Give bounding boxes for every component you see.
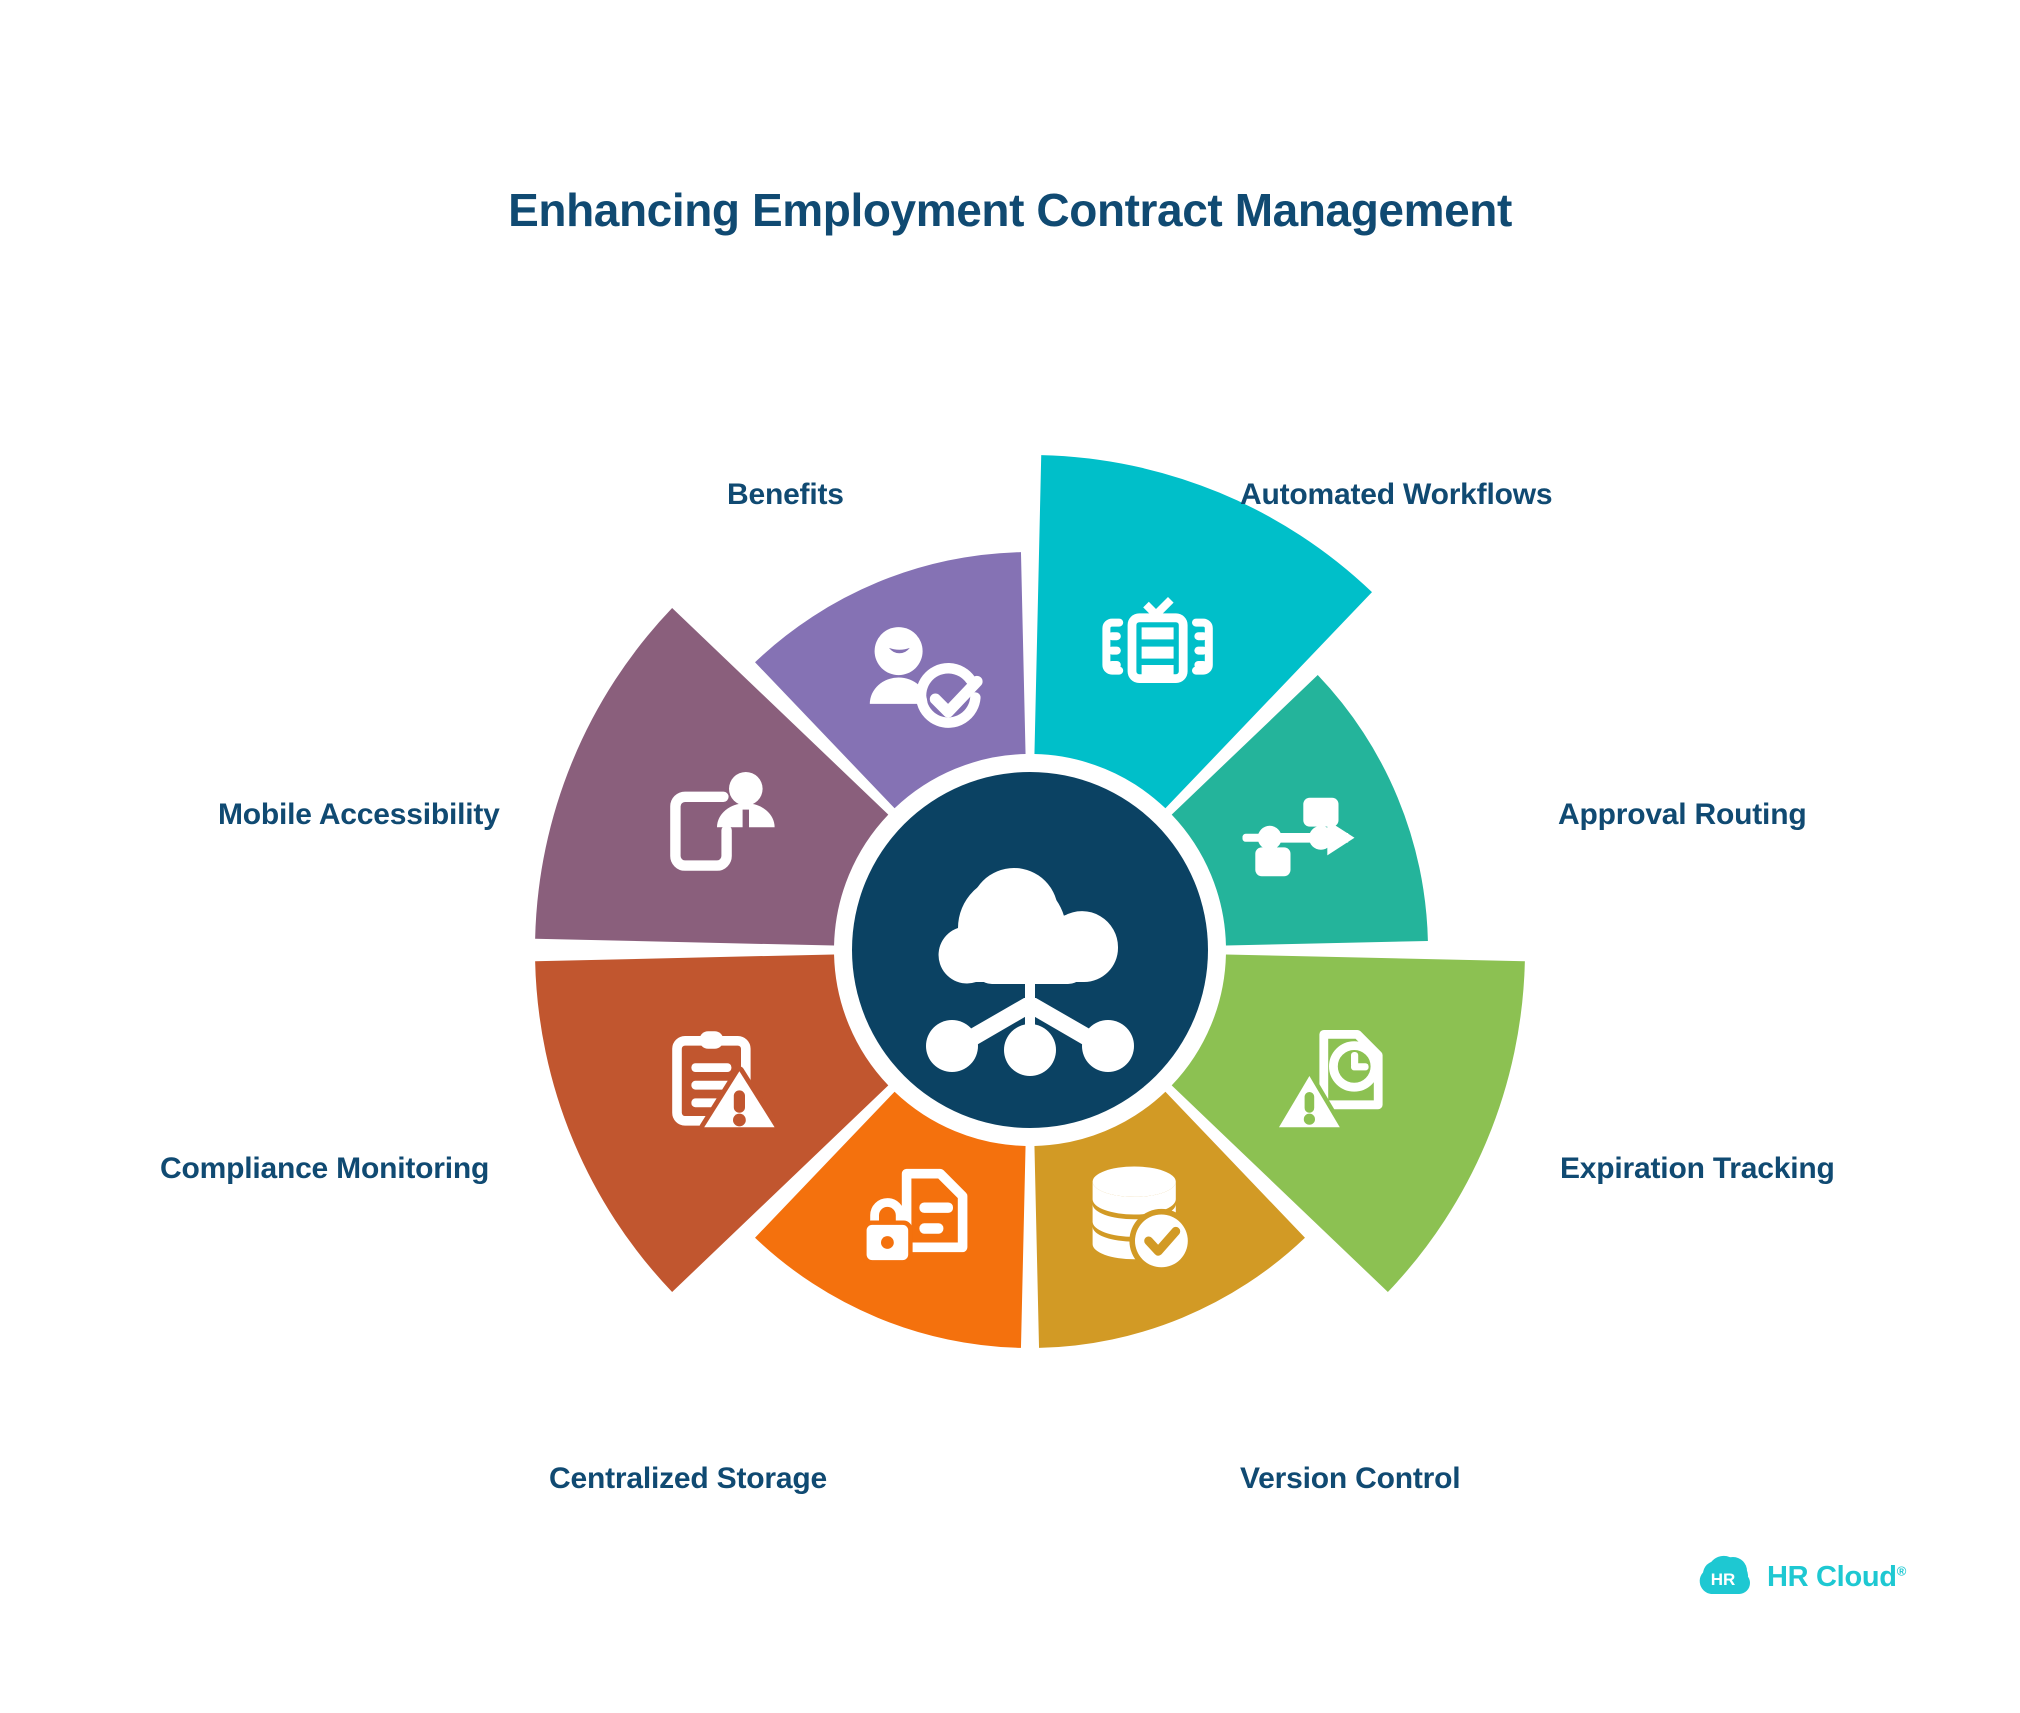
wheel-segment-expiration-tracking[interactable] [1171,954,1525,1292]
brand-trademark: ® [1896,1562,1907,1578]
wheel-segment-compliance-monitoring[interactable] [535,954,889,1292]
database-check-icon [1092,1166,1194,1273]
label-version-control: Version Control [1240,1462,1461,1495]
wheel-segment-automated-workflows[interactable] [1034,455,1372,809]
hr-cloud-logo: HR HR Cloud® [1697,1554,1906,1600]
wheel-segment-version-control[interactable] [1034,1091,1305,1348]
label-expiration-tracking: Expiration Tracking [1560,1152,1835,1185]
document-clock-warning-icon [1274,1029,1383,1132]
segment-shape-approval-routing [1171,675,1428,946]
user-check-icon [869,627,983,728]
document-lock-icon [862,1168,968,1265]
brand-name: HR Cloud® [1767,1561,1906,1594]
approval-flow-arrow-icon [1242,797,1355,877]
cloud-network-icon [926,868,1134,1076]
hub-group [844,764,1216,1136]
label-benefits: Benefits [727,478,844,511]
segment-shape-centralized-storage [755,1091,1026,1348]
segment-shape-mobile-accessibility [535,608,889,946]
mobile-user-icon [670,772,775,871]
wheel-segment-benefits[interactable] [755,552,1026,809]
hr-cloud-logo-icon: HR [1699,1555,1750,1594]
label-compliance-monitoring: Compliance Monitoring [160,1152,490,1185]
label-mobile-accessibility: Mobile Accessibility [218,798,500,831]
wheel-segment-approval-routing[interactable] [1171,675,1428,946]
brand-name-text: HR Cloud [1767,1560,1897,1593]
label-centralized-storage: Centralized Storage [549,1462,827,1495]
page-title: Enhancing Employment Contract Management [508,183,1512,236]
segment-shape-automated-workflows [1034,455,1372,809]
segment-shape-expiration-tracking [1171,954,1525,1292]
label-automated-workflows: Automated Workflows [1240,478,1553,511]
label-approval-routing: Approval Routing [1558,798,1807,831]
wheel-segment-centralized-storage[interactable] [755,1091,1026,1348]
clipboard-warning-icon [672,1031,780,1132]
workflow-checklist-icon [1102,597,1213,683]
wheel-segment-mobile-accessibility[interactable] [535,608,889,946]
wheel-segments [535,455,1525,1348]
svg-text:HR: HR [1711,1570,1736,1589]
